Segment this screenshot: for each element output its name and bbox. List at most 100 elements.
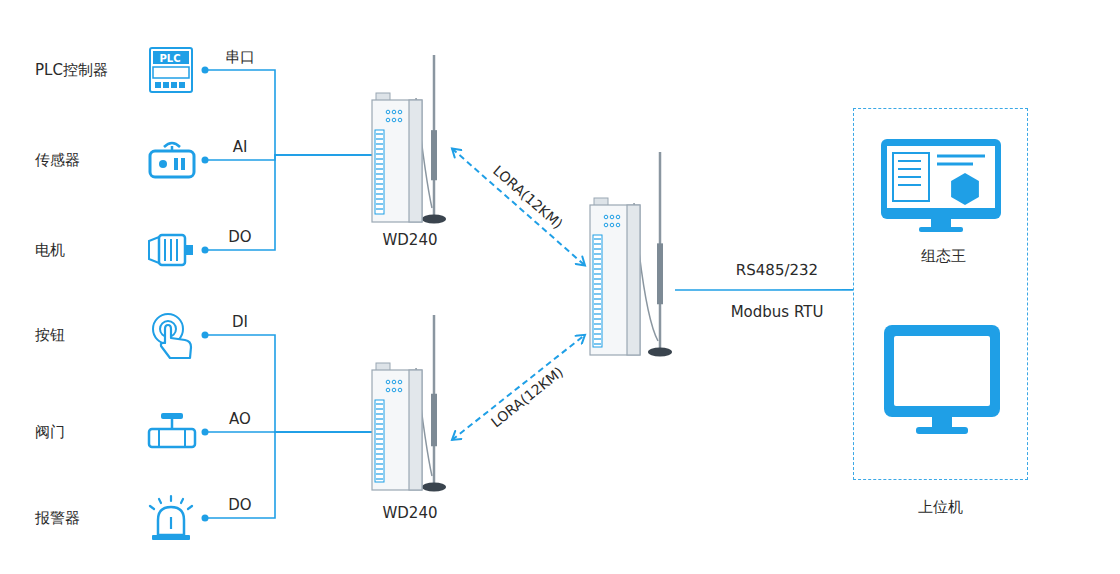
sensor-device: 传感器 [35,137,205,183]
terminal-pin [376,448,383,449]
terminal-pin [594,278,601,279]
device-side [409,100,422,222]
edge-label: AO [229,410,251,428]
status-led [616,215,620,219]
terminal-pin [594,293,601,294]
status-led [398,388,402,392]
terminal-pin [376,453,383,454]
motor-device: 电机 [35,227,205,273]
alarm-icon-ray [159,499,161,503]
node-icon [585,150,675,360]
lora-gateway [585,150,675,360]
antenna-sleeve [431,394,437,447]
terminal-pin [594,273,601,274]
edge-label: LORA(12KM) [489,161,566,232]
signal-wire [205,432,372,518]
terminal-pin [376,158,383,159]
monitor-frame [884,325,1000,417]
alarm-device: 报警器 [35,495,205,541]
terminal-pin [376,148,383,149]
plc-icon-port [179,82,185,88]
motor-icon-shaft [185,245,193,255]
terminal-pin [376,168,383,169]
terminal-pin [376,203,383,204]
plc-icon-header [153,51,189,64]
terminal-pin [376,178,383,179]
alarm-icon-ray [150,506,154,509]
plc-icon-port [163,82,169,88]
terminal-pin [594,283,601,284]
valve-icon-stem [171,419,174,429]
edge-label: 串口 [225,48,255,66]
scada-icon-line [937,163,973,166]
terminal-pin [594,313,601,314]
valve-device: 阀门 [35,409,205,455]
motor-icon-fin [176,239,178,261]
terminal-pin [376,473,383,474]
plc-icon-port [171,82,177,88]
node-label: 上位机 [854,498,1027,516]
terminal-pin [376,468,383,469]
node-label: PLC控制器 [35,61,108,79]
scada-software: 组态王 [881,139,1006,269]
signal-wire [205,155,372,250]
scada-icon-line [898,168,921,170]
status-led [392,110,396,114]
status-led [604,215,608,219]
terminal-pin [594,248,601,249]
terminal-pin [376,463,383,464]
motor-icon-fin [170,239,172,261]
port-dot [202,332,209,339]
terminal-block [375,130,384,214]
sensor-icon-body [150,151,194,177]
terminal-pin [376,173,383,174]
port-dot [202,429,209,436]
terminal-pin [376,413,383,414]
alarm-icon-ray [188,506,192,509]
lora-terminal: WD240 [372,315,452,490]
button-icon-hand [161,325,191,358]
node-label: WD240 [360,231,460,249]
terminal-pin [594,238,601,239]
lora-link [452,335,585,440]
sensor-icon-bar [174,158,178,170]
edge-label: DO [228,496,251,514]
status-led [392,118,396,122]
alarm-icon-base [152,535,190,540]
node-label: 传感器 [35,151,80,169]
antenna-base [422,483,446,492]
valve-icon-flange [184,429,186,447]
protocol-label: Modbus RTU [731,303,824,321]
plc-icon-port [155,82,161,88]
scada-icon-panel [893,153,929,201]
monitor-base [916,427,968,434]
status-led [386,110,390,114]
terminal-pin [376,478,383,479]
lora-terminal: WD240 [372,55,452,225]
antenna-sleeve [657,243,663,304]
scada-icon-line [898,160,921,162]
terminal-pin [376,163,383,164]
port-dot [202,157,209,164]
scada-icon-screen [887,146,995,208]
terminal-pin [594,323,601,324]
node-label: 组态王 [881,247,1006,265]
terminal-pin [594,333,601,334]
device-body [372,100,422,222]
plc-icon-frame [150,48,192,92]
terminal-pin [594,263,601,264]
plc-icon-panel [153,67,189,78]
status-led [386,380,390,384]
terminal-pin [594,308,601,309]
terminal-pin [376,143,383,144]
terminal-pin [594,253,601,254]
monitor-stand [932,417,952,427]
terminal-pin [376,198,383,199]
terminal-pin [376,403,383,404]
scada-icon-base [919,227,963,232]
status-led [398,118,402,122]
terminal-pin [376,423,383,424]
alarm-icon-ray [181,499,183,503]
terminal-pin [376,153,383,154]
